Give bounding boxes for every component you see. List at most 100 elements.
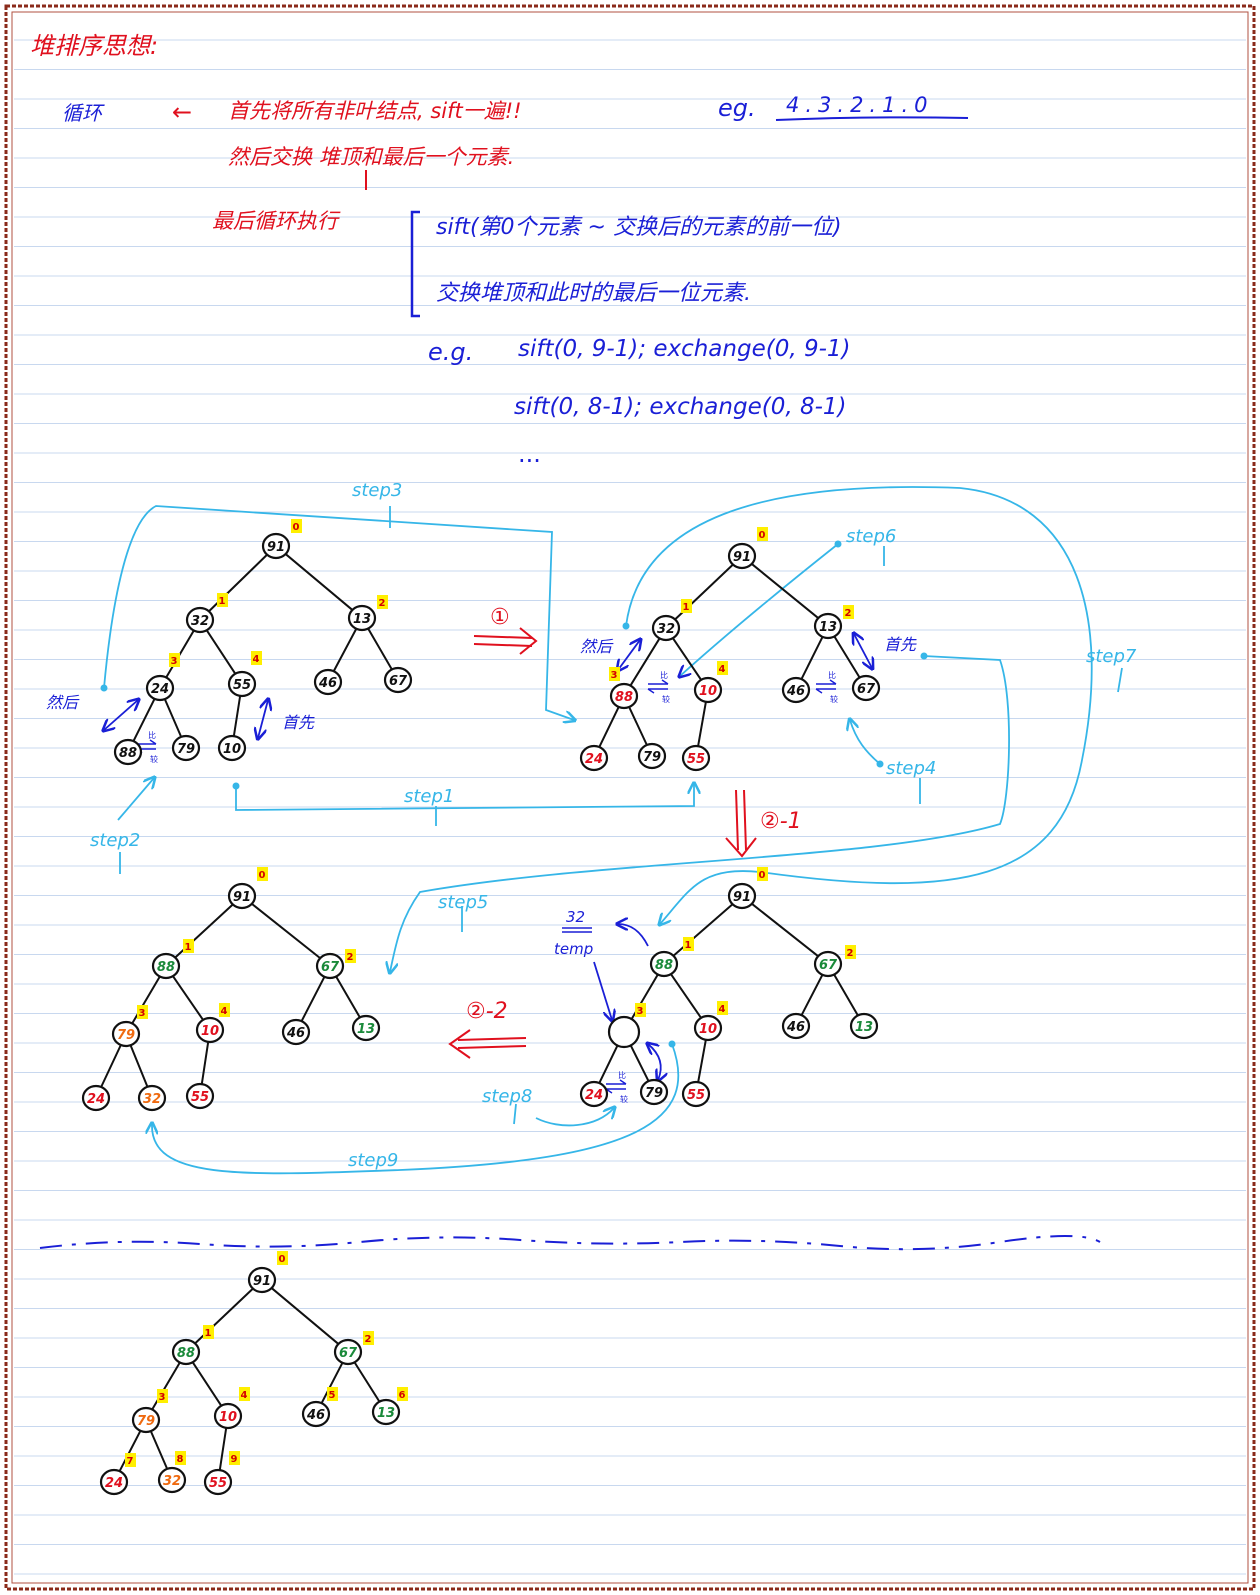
node-circle — [383, 666, 413, 694]
index-tag: 1 — [205, 1328, 212, 1339]
tree-node: 46 — [281, 1018, 311, 1046]
index-tag: 4 — [719, 1004, 726, 1015]
node-value: 13 — [353, 612, 371, 627]
tree-node: 910 — [727, 527, 768, 570]
tree-node: 32 — [137, 1084, 167, 1112]
index-tag-bg — [217, 593, 228, 607]
node-circle — [157, 1466, 187, 1494]
node-circle — [579, 1080, 609, 1108]
tree-node: 321 — [651, 599, 692, 642]
index-tag: 2 — [347, 952, 354, 963]
tree-node: 881 — [151, 939, 194, 980]
node-circle — [171, 734, 201, 762]
tree-node: 13 — [849, 1012, 879, 1040]
node-circle — [681, 1080, 711, 1108]
tree-node: 13 — [351, 1014, 381, 1042]
tree-edge — [628, 705, 648, 747]
tree-edge — [149, 1430, 169, 1470]
tree-edge — [129, 1044, 149, 1088]
left-arrow-icon: ← — [172, 98, 192, 126]
step-connectors — [100, 486, 1123, 1175]
node-value: 24 — [87, 1092, 105, 1107]
node-circle — [261, 532, 291, 560]
index-tag: 0 — [293, 522, 300, 533]
swap-arrow-b2 — [854, 634, 872, 668]
tree-node: 247 — [99, 1453, 136, 1496]
node-circle — [131, 1406, 161, 1434]
tree-edge — [629, 973, 659, 1023]
tree-edge — [232, 694, 242, 738]
compare-bottom: 较 — [620, 1094, 628, 1104]
index-tag-bg — [137, 1005, 148, 1019]
ellipsis: ... — [518, 440, 541, 468]
node-circle — [171, 1338, 201, 1366]
temp-underline — [562, 927, 592, 933]
temp-value: 32 — [566, 908, 585, 926]
step9-path — [152, 1043, 680, 1175]
tree-edge — [332, 627, 358, 673]
index-tag-bg — [397, 1387, 408, 1401]
node-value: 88 — [157, 960, 175, 975]
node-value: 88 — [615, 690, 633, 705]
tree-edge — [833, 635, 861, 679]
root-to-temp-arrow — [618, 924, 649, 947]
node-circle — [145, 674, 175, 702]
page-title: 堆排序思想: — [30, 32, 158, 60]
bracket-line-1: sift(第0个元素 ~ 交换后的元素的前一位) — [436, 215, 842, 240]
node-circle — [81, 1084, 111, 1112]
node-circle — [693, 676, 723, 704]
node-circle — [649, 950, 679, 978]
step4-dot — [876, 760, 884, 768]
tree-edge — [171, 974, 205, 1022]
index-tag: 9 — [231, 1454, 238, 1465]
tree-edge — [800, 973, 824, 1017]
index-tag-bg — [125, 1453, 136, 1467]
node-value: 67 — [857, 682, 876, 697]
arrow-2-1-icon — [725, 789, 757, 858]
tree-edge — [200, 1040, 210, 1086]
tree-node: 104 — [195, 1003, 230, 1044]
node-value: 46 — [306, 1408, 325, 1423]
eg2-line-1: sift(0, 9-1); exchange(0, 9-1) — [518, 336, 851, 362]
bracket-line-2: 交换堆顶和此时的最后一位元素. — [436, 281, 751, 306]
index-tag-bg — [757, 867, 768, 881]
tree-node: 55 — [681, 744, 711, 772]
node-circle — [639, 1078, 669, 1106]
tree-node: 672 — [315, 949, 356, 980]
tree-node: 104 — [213, 1387, 250, 1430]
node-value: 55 — [209, 1476, 227, 1491]
step9-dot — [668, 1040, 676, 1048]
final-loop-label: 最后循环执行 — [212, 209, 341, 233]
node-value: 24 — [585, 752, 603, 767]
tree-node: 24 — [81, 1084, 111, 1112]
node-circle — [185, 606, 215, 634]
index-tag: 2 — [847, 948, 854, 959]
temp-label: temp — [554, 940, 593, 958]
tree-edge — [697, 700, 707, 748]
tree-node: 46 — [781, 1012, 811, 1040]
index-tag: 3 — [611, 670, 618, 681]
tree-edge — [367, 627, 393, 671]
compare-mark: 比较 — [605, 1070, 628, 1104]
notes-block: 堆排序思想: 循环 ← 首先将所有非叶结点, sift一遍!! eg. 4.3.… — [30, 32, 969, 468]
step6-path — [680, 543, 839, 676]
node-value: 67 — [339, 1346, 358, 1361]
node-circle — [637, 742, 667, 770]
step3-label: step3 — [352, 480, 402, 501]
node-value: 67 — [819, 958, 838, 973]
index-tag-bg — [257, 867, 268, 881]
tree-node: 910 — [247, 1251, 288, 1294]
index-tag: 1 — [219, 596, 226, 607]
compare-bottom: 较 — [830, 694, 838, 704]
node-value: 91 — [233, 890, 251, 905]
compare-arrows-icon — [647, 679, 669, 694]
note-line-1: 首先将所有非叶结点, sift一遍!! — [228, 99, 522, 123]
tree-node: 104 — [693, 1001, 728, 1042]
tree-edge — [598, 1041, 620, 1085]
tree-node: 79 — [171, 734, 201, 762]
tree-node: 79 — [637, 742, 667, 770]
index-tag: 3 — [159, 1392, 166, 1403]
